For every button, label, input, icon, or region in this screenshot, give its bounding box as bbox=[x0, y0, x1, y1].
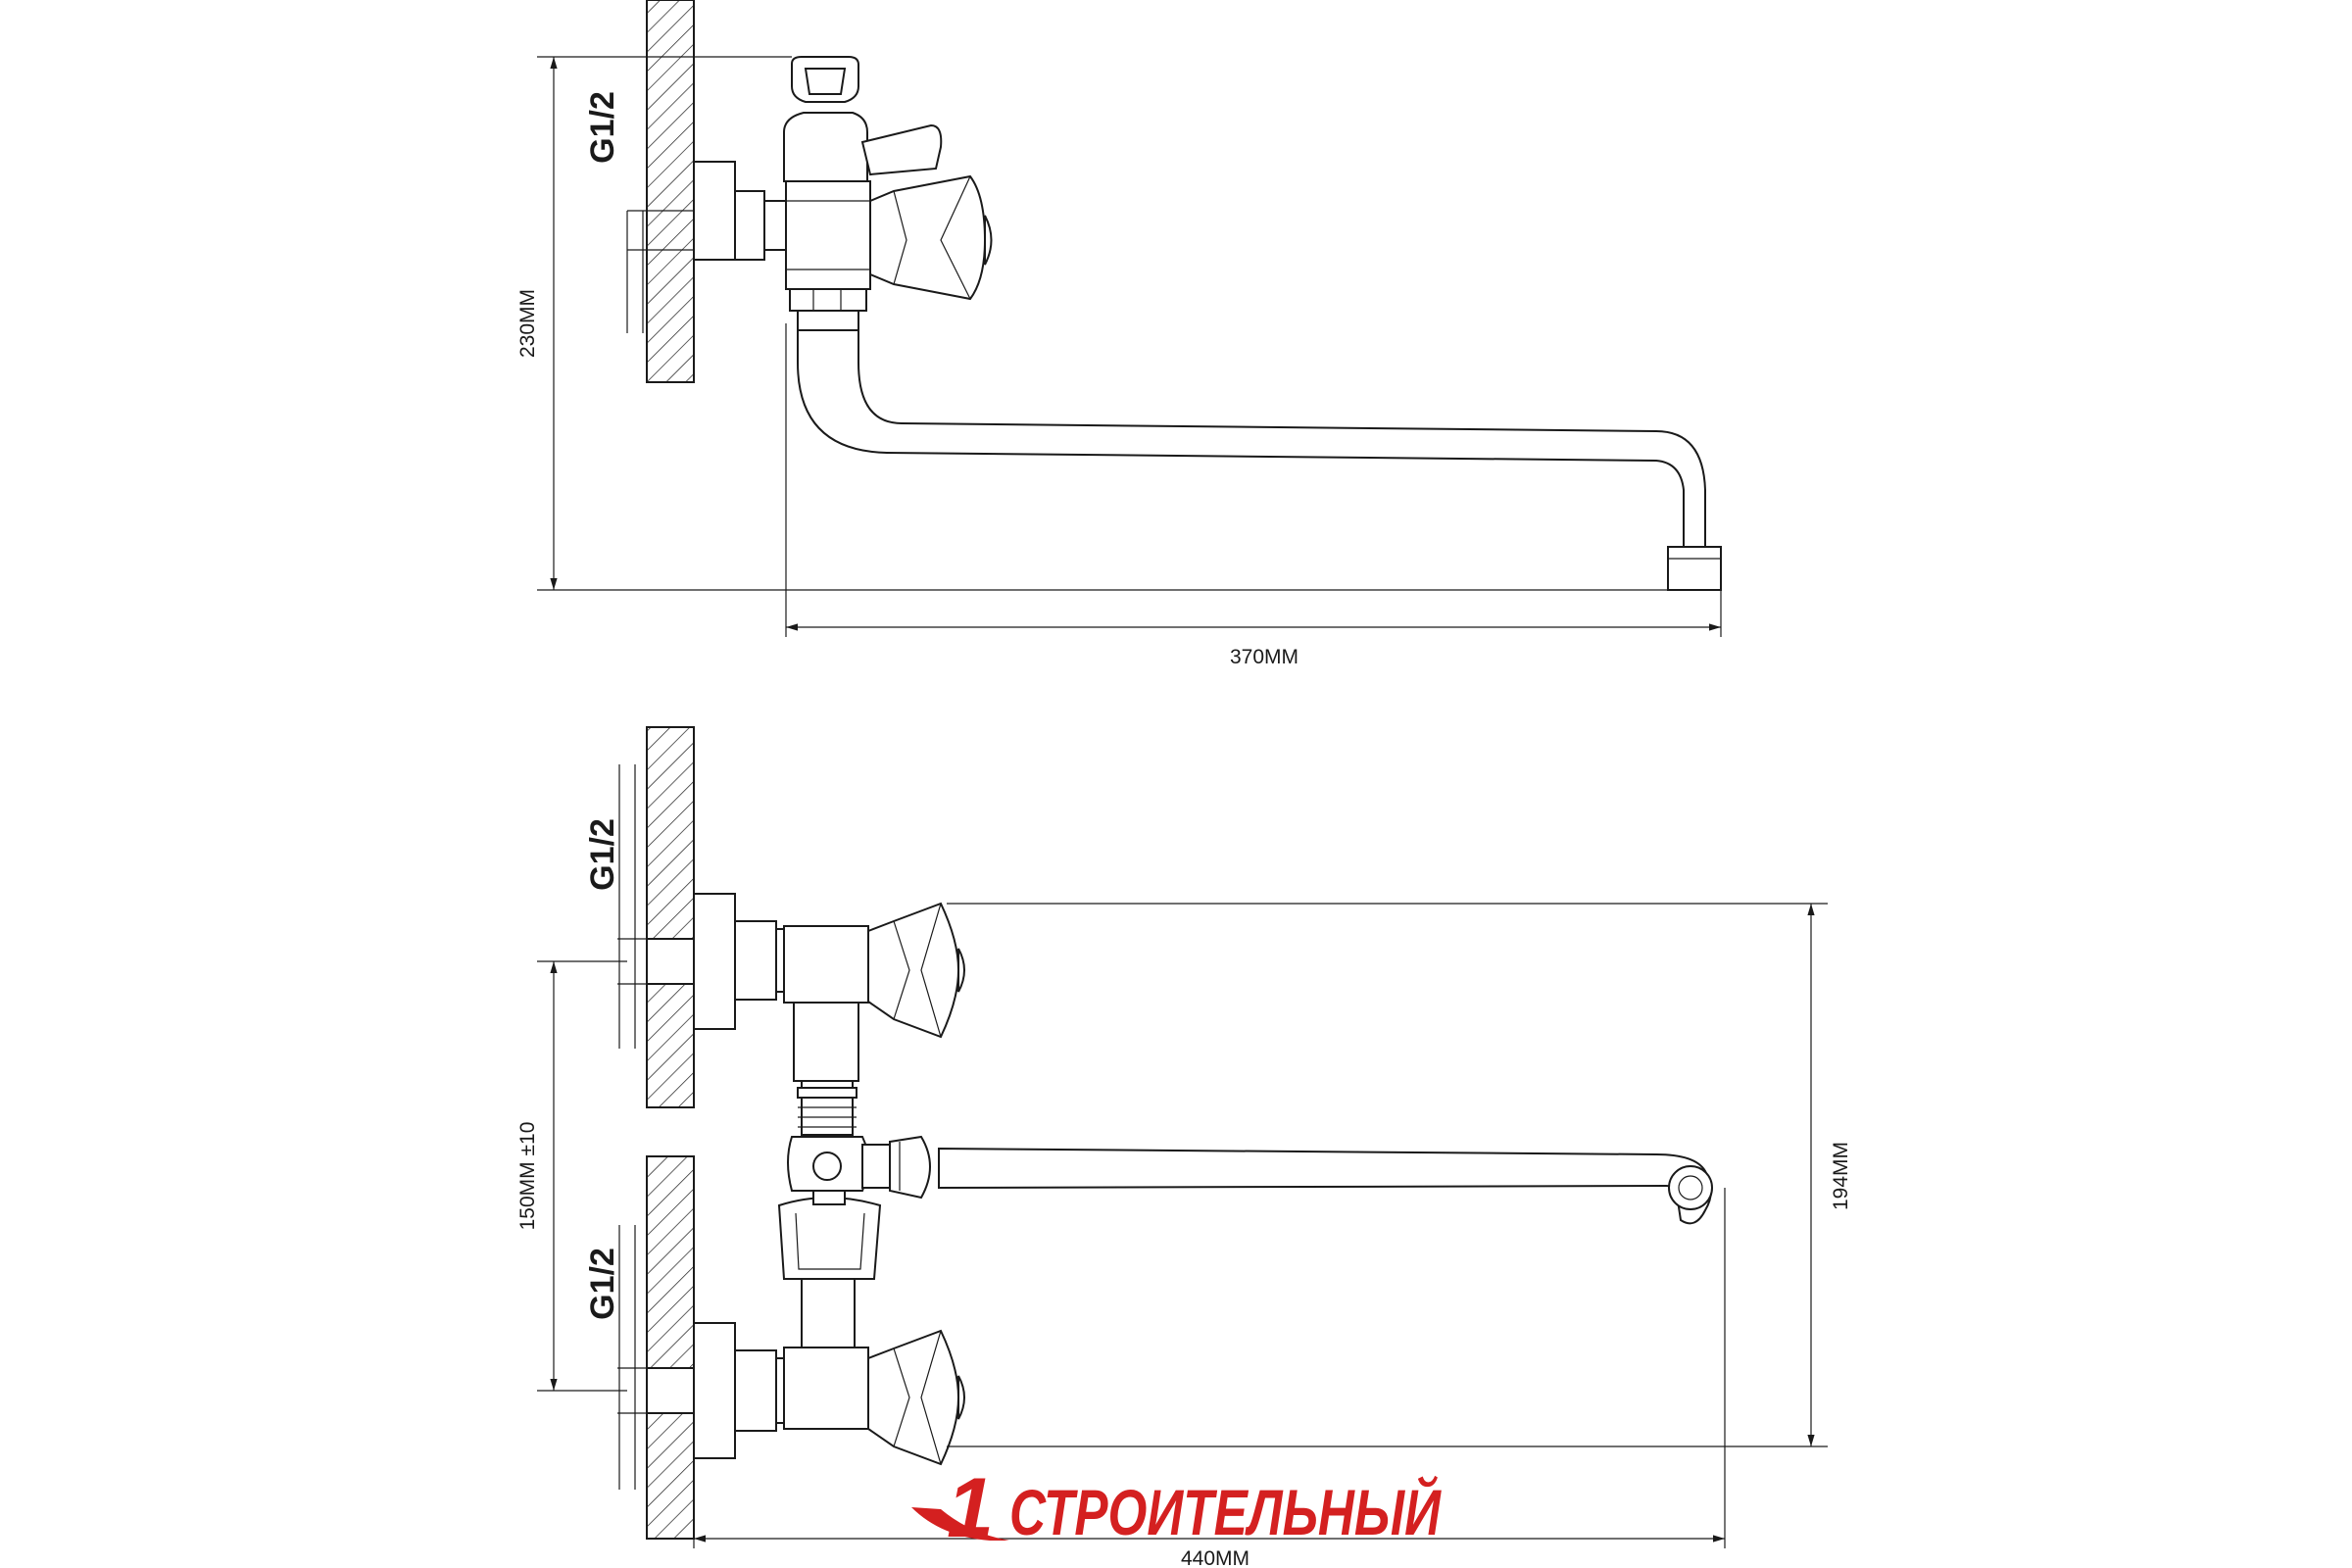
top-length-label: 440MM bbox=[1181, 1547, 1250, 1568]
top-upper-valve bbox=[783, 902, 965, 1082]
top-view: 150MM ±10 G1/2 G1/2 194MM 440MM bbox=[516, 726, 1852, 1568]
side-wall-mount bbox=[626, 161, 789, 333]
top-wall-upper bbox=[646, 726, 695, 1108]
top-thread-upper-label: G1/2 bbox=[584, 818, 621, 891]
top-depth-dimension: 194MM bbox=[947, 903, 1852, 1447]
top-length-dimension: 440MM bbox=[693, 1188, 1726, 1568]
side-length-label: 370MM bbox=[1230, 646, 1298, 668]
logo: 1 СТРОИТЕЛЬНЫЙ bbox=[911, 1461, 1442, 1555]
top-spacing-label: 150MM ±10 bbox=[516, 1122, 539, 1231]
logo-swoosh-icon bbox=[911, 1507, 1009, 1541]
top-wall-lower bbox=[646, 1155, 695, 1540]
logo-numeral: 1 bbox=[947, 1461, 994, 1555]
side-spout bbox=[797, 329, 1722, 591]
top-spacing-dimension: 150MM ±10 bbox=[516, 960, 627, 1392]
top-center-column bbox=[777, 1080, 931, 1348]
top-spout bbox=[938, 1147, 1713, 1225]
top-thread-lower-label: G1/2 bbox=[584, 1248, 621, 1320]
side-thread-label: G1/2 bbox=[584, 91, 621, 164]
logo-text: СТРОИТЕЛЬНЫЙ bbox=[1009, 1475, 1442, 1548]
side-view: 230MM G1/2 370MM bbox=[516, 0, 1722, 668]
top-upper-mount bbox=[617, 764, 797, 1049]
top-depth-label: 194MM bbox=[1830, 1142, 1852, 1210]
top-lower-mount bbox=[617, 1225, 797, 1490]
side-height-dimension: 230MM bbox=[516, 56, 1721, 591]
top-lower-valve bbox=[783, 1329, 965, 1466]
side-height-label: 230MM bbox=[516, 289, 539, 358]
side-faucet-body bbox=[783, 56, 993, 331]
side-wall bbox=[646, 0, 695, 383]
side-length-dimension: 370MM bbox=[785, 323, 1722, 668]
